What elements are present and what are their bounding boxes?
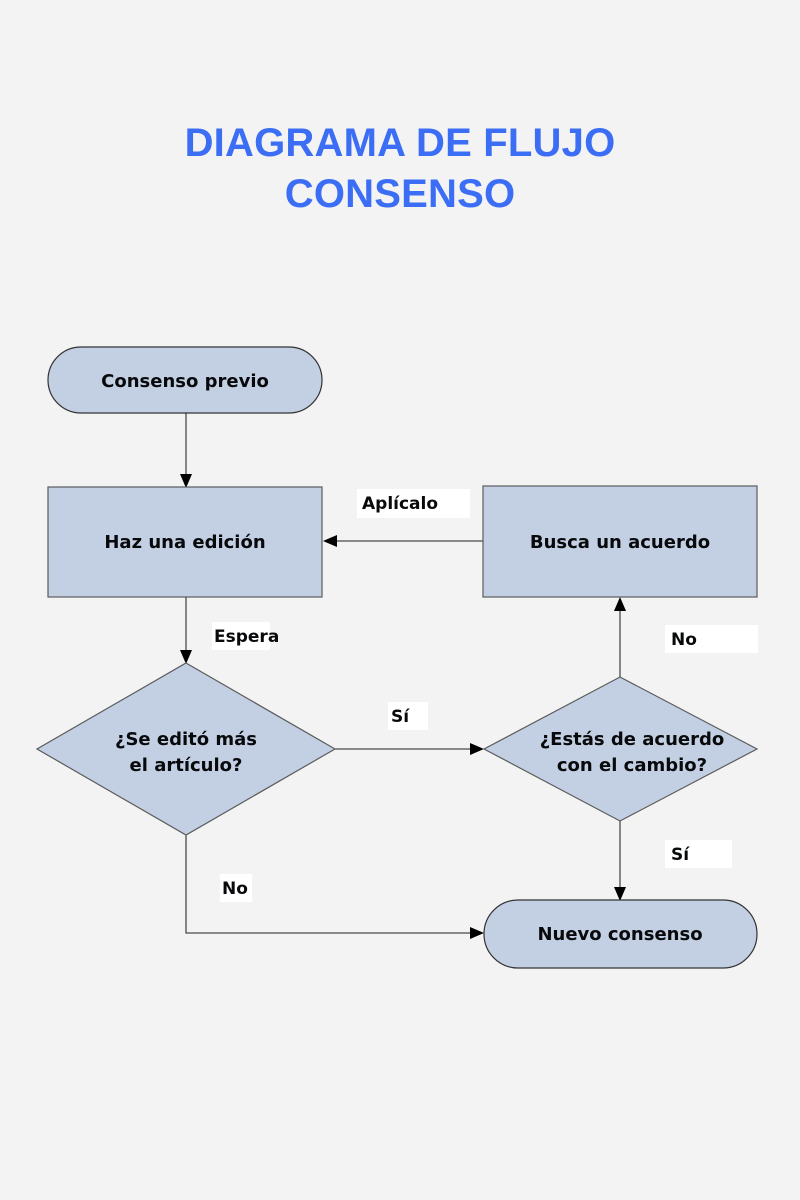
- edge-label-background: [220, 874, 252, 902]
- edge-label-text: No: [671, 630, 697, 650]
- edge-estas-de-acuerdo-to-busca-un-acuerdo: [614, 597, 626, 677]
- arrowhead-icon: [323, 535, 337, 547]
- edge-label-text: Sí: [671, 845, 690, 865]
- edge-label-no-abajo: No: [220, 874, 252, 902]
- page-title-line-1: DIAGRAMA DE FLUJO: [184, 121, 616, 165]
- node-label-busca-un-acuerdo: Busca un acuerdo: [530, 532, 710, 553]
- edge-label-aplicalo: Aplícalo: [357, 489, 470, 518]
- node-label-consenso-previo: Consenso previo: [101, 371, 269, 392]
- edge-se-edito-mas-to-estas-de-acuerdo: [335, 743, 484, 755]
- edge-label-text: Sí: [391, 707, 410, 727]
- edge-line: [185, 835, 473, 934]
- edge-label-text: No: [222, 879, 248, 899]
- node-shape-stadium: [47, 346, 323, 414]
- arrowhead-icon: [614, 597, 626, 611]
- node-label-haz-una-edicion: Haz una edición: [104, 532, 265, 553]
- edge-label-background: [665, 625, 758, 653]
- edge-label-background: [212, 622, 270, 650]
- arrowhead-icon: [614, 887, 626, 901]
- node-nuevo-consenso[interactable]: Nuevo consenso: [483, 899, 758, 969]
- edge-estas-de-acuerdo-to-nuevo-consenso: [614, 821, 626, 901]
- page-title: DIAGRAMA DE FLUJO CONSENSO: [0, 118, 800, 220]
- arrowhead-icon: [470, 927, 484, 939]
- edge-label-background: [357, 489, 470, 518]
- edge-label-espera: Espera: [212, 622, 279, 650]
- edge-label-text: Aplícalo: [362, 494, 438, 514]
- node-label-estas-de-acuerdo-line-2: con el cambio?: [557, 755, 707, 776]
- edge-label-background: [665, 840, 732, 868]
- edge-consenso-previo-to-haz-una-edicion: [180, 413, 192, 488]
- arrowhead-icon: [180, 650, 192, 664]
- node-haz-una-edicion[interactable]: Haz una edición: [47, 486, 323, 598]
- node-shape-stadium: [483, 899, 758, 969]
- edge-busca-un-acuerdo-to-haz-una-edicion: [323, 535, 483, 547]
- edge-label-si-medio: Sí: [388, 702, 428, 730]
- node-shape-rectangle: [47, 486, 323, 598]
- edge-label-si-abajo: Sí: [665, 840, 732, 868]
- edge-label-background: [388, 702, 428, 730]
- arrowhead-icon: [470, 743, 484, 755]
- edge-label-no-arriba: No: [665, 625, 758, 653]
- node-se-edito-mas[interactable]: ¿Se editó más el artículo?: [35, 662, 337, 836]
- node-shape-diamond: [482, 676, 759, 822]
- node-estas-de-acuerdo[interactable]: ¿Estás de acuerdo con el cambio?: [482, 676, 759, 822]
- node-shape-rectangle: [482, 485, 758, 598]
- node-label-estas-de-acuerdo-line-1: ¿Estás de acuerdo: [540, 729, 725, 750]
- edge-se-edito-mas-to-nuevo-consenso: [185, 835, 484, 939]
- node-busca-un-acuerdo[interactable]: Busca un acuerdo: [482, 485, 758, 598]
- node-label-se-edito-mas-line-2: el artículo?: [130, 755, 243, 776]
- node-consenso-previo[interactable]: Consenso previo: [47, 346, 323, 414]
- edge-haz-una-edicion-to-se-edito-mas: [180, 597, 192, 664]
- node-shape-diamond: [35, 662, 337, 836]
- arrowhead-icon: [180, 474, 192, 488]
- node-label-se-edito-mas-line-1: ¿Se editó más: [115, 729, 257, 750]
- page-title-line-2: CONSENSO: [284, 172, 516, 217]
- edge-label-text: Espera: [214, 627, 279, 647]
- node-label-nuevo-consenso: Nuevo consenso: [537, 924, 702, 945]
